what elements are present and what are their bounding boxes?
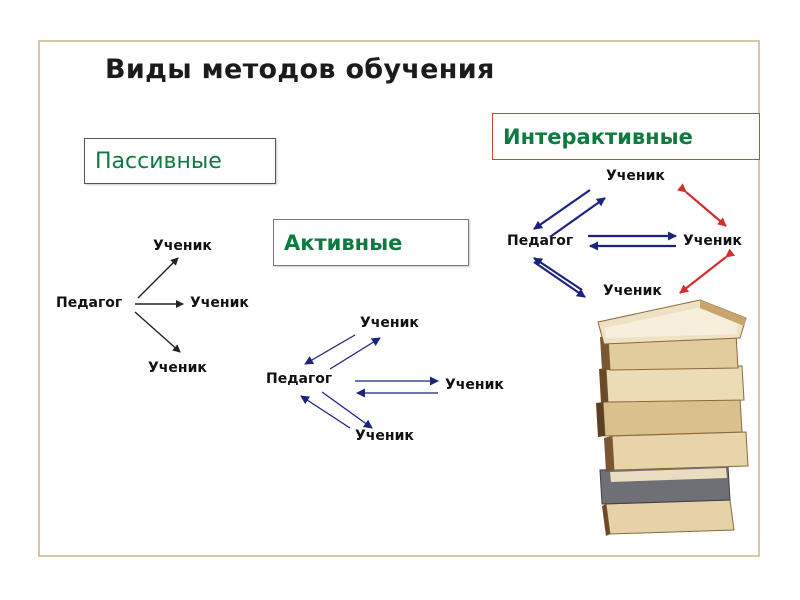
interactive-arrow-s2-s3 [679, 248, 736, 294]
interactive-teacher: Педагог [507, 233, 574, 249]
passive-label-box: Пассивные [84, 138, 276, 184]
active-arrow-t-to-s3 [321, 391, 373, 429]
interactive-student-2: Ученик [683, 233, 742, 249]
passive-student-2: Ученик [190, 295, 249, 311]
active-student-2: Ученик [445, 377, 504, 393]
interactive-arrow-t-to-s3 [533, 261, 586, 298]
interactive-arrow-s1-to-t [533, 189, 591, 230]
active-teacher: Педагог [266, 371, 333, 387]
active-student-1: Ученик [360, 315, 419, 331]
interactive-label-box: Интерактивные [492, 113, 760, 160]
active-student-3: Ученик [355, 428, 414, 444]
passive-teacher: Педагог [56, 295, 123, 311]
active-label: Активные [284, 230, 403, 255]
passive-student-1: Ученик [153, 238, 212, 254]
books-stack-illustration [596, 299, 749, 536]
interactive-arrow-s3-to-t [533, 257, 583, 291]
interactive-label: Интерактивные [503, 124, 693, 149]
active-arrows [300, 334, 439, 429]
interactive-arrow-t-to-s1 [549, 197, 606, 238]
active-arrow-s1-to-t [304, 334, 356, 365]
active-arrow-s3-to-t [300, 395, 351, 429]
passive-arrow-3 [134, 311, 181, 353]
active-label-box: Активные [273, 219, 469, 266]
page-title: Виды методов обучения [105, 54, 495, 85]
interactive-arrow-s1-s2 [676, 183, 727, 227]
interactive-student-3: Ученик [603, 283, 662, 299]
passive-student-3: Ученик [148, 360, 207, 376]
interactive-student-1: Ученик [606, 168, 665, 184]
active-arrow-t-to-s1 [329, 337, 381, 370]
passive-arrow-1 [137, 257, 179, 299]
passive-label: Пассивные [95, 148, 222, 174]
passive-arrows [134, 257, 184, 353]
interactive-arrows [533, 183, 736, 298]
